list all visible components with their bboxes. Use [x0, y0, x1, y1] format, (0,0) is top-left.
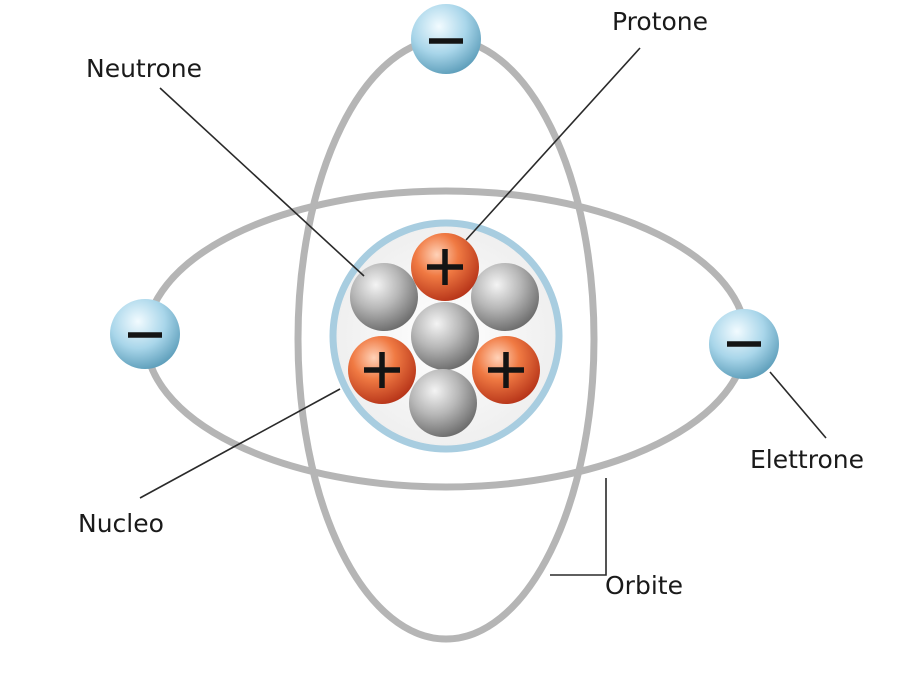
leader-nucleo	[139, 388, 341, 499]
label-nucleo: Nucleo	[78, 509, 164, 538]
electron-left	[110, 299, 180, 369]
leader-neutrone	[159, 87, 365, 277]
leader-elettrone	[769, 371, 827, 439]
electrons	[110, 4, 779, 379]
neutron-top-right	[471, 263, 539, 331]
electron-right	[709, 309, 779, 379]
label-elettrone: Elettrone	[750, 445, 864, 474]
proton-left	[348, 336, 416, 404]
neutron-top-left	[350, 263, 418, 331]
leader-protone	[465, 47, 641, 241]
nucleus	[329, 219, 563, 453]
proton-right	[472, 336, 540, 404]
leader-orbite	[550, 478, 607, 576]
labels: Neutrone Protone Elettrone Nucleo Orbite	[78, 7, 864, 600]
proton-top	[411, 233, 479, 301]
label-neutrone: Neutrone	[86, 54, 202, 83]
electron-top	[411, 4, 481, 74]
neutron-center	[411, 302, 479, 370]
neutron-bottom	[409, 369, 477, 437]
label-protone: Protone	[612, 7, 708, 36]
label-orbite: Orbite	[605, 571, 683, 600]
leader-lines	[139, 47, 827, 576]
